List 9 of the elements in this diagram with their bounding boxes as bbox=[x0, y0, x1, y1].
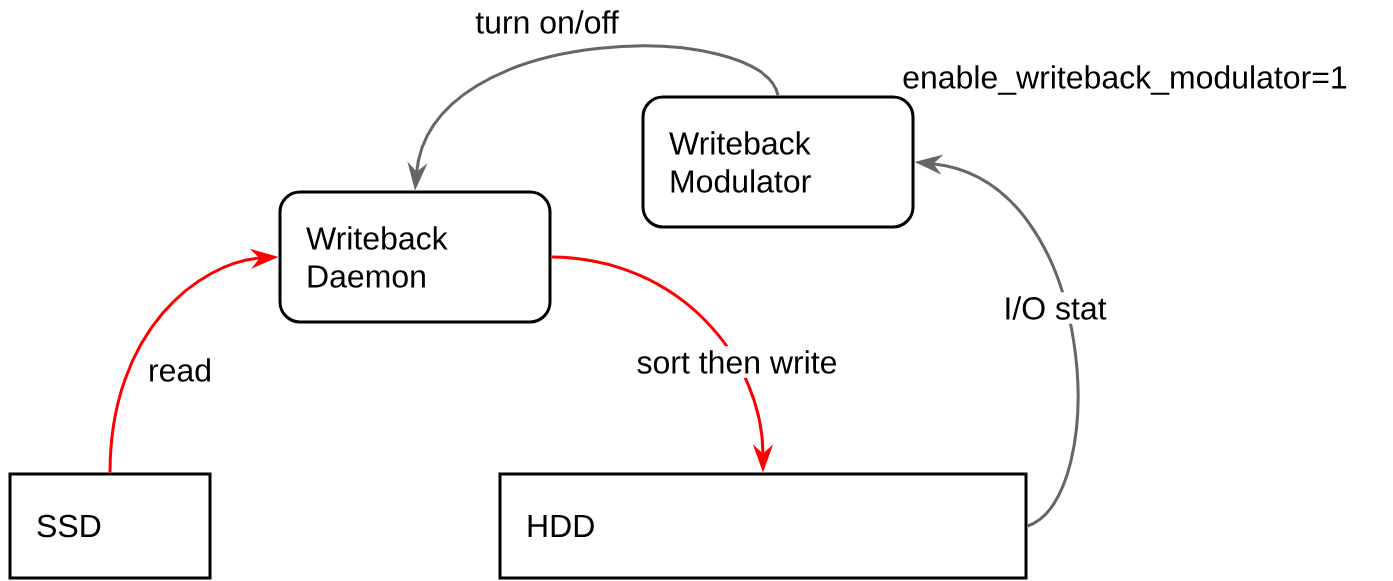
rounded-box: Writeback Modulator bbox=[641, 95, 915, 229]
edge-label: I/O stat bbox=[999, 292, 1111, 324]
edge-label: sort then write bbox=[632, 346, 842, 378]
box: HDD bbox=[498, 472, 1028, 580]
setting-label: enable_writeback_modulator=1 bbox=[903, 65, 1347, 95]
edge-label: turn on/off bbox=[471, 6, 623, 38]
rounded-box: Writeback Daemon bbox=[278, 190, 552, 324]
box: SSD bbox=[8, 472, 212, 580]
edge-label: read bbox=[144, 354, 217, 386]
